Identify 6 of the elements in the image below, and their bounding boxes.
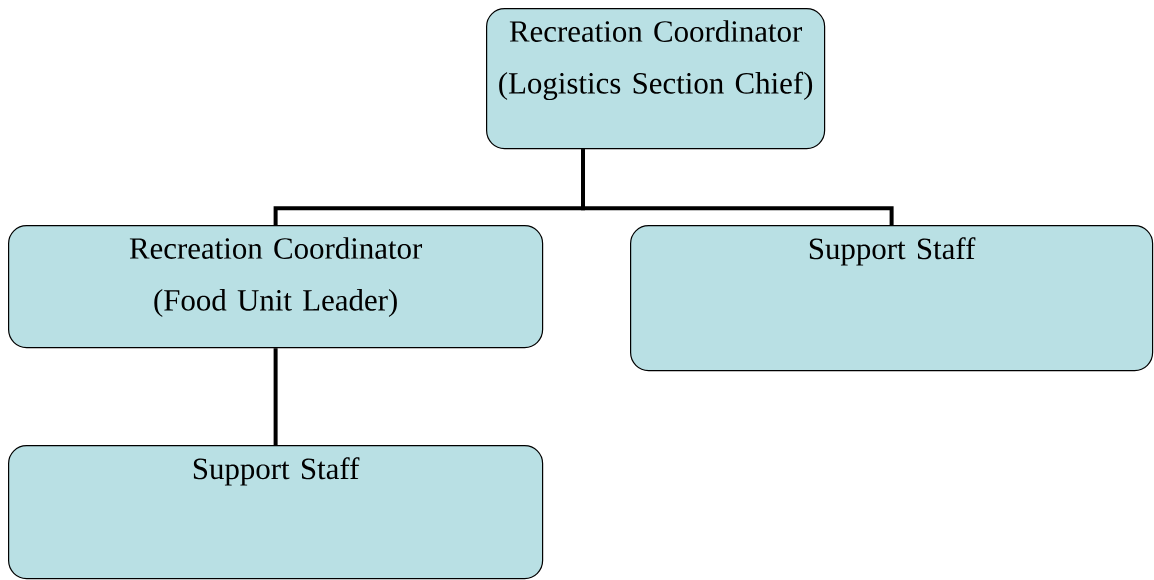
connector-line [273,348,278,445]
org-box: Support Staff [630,225,1154,372]
org-box: Recreation Coordinator (Food Unit Leader) [8,225,544,349]
org-box: Support Staff [8,445,544,580]
org-box: Recreation Coordinator (Logistics Section Chief) [486,8,826,150]
connector-line [581,149,894,225]
